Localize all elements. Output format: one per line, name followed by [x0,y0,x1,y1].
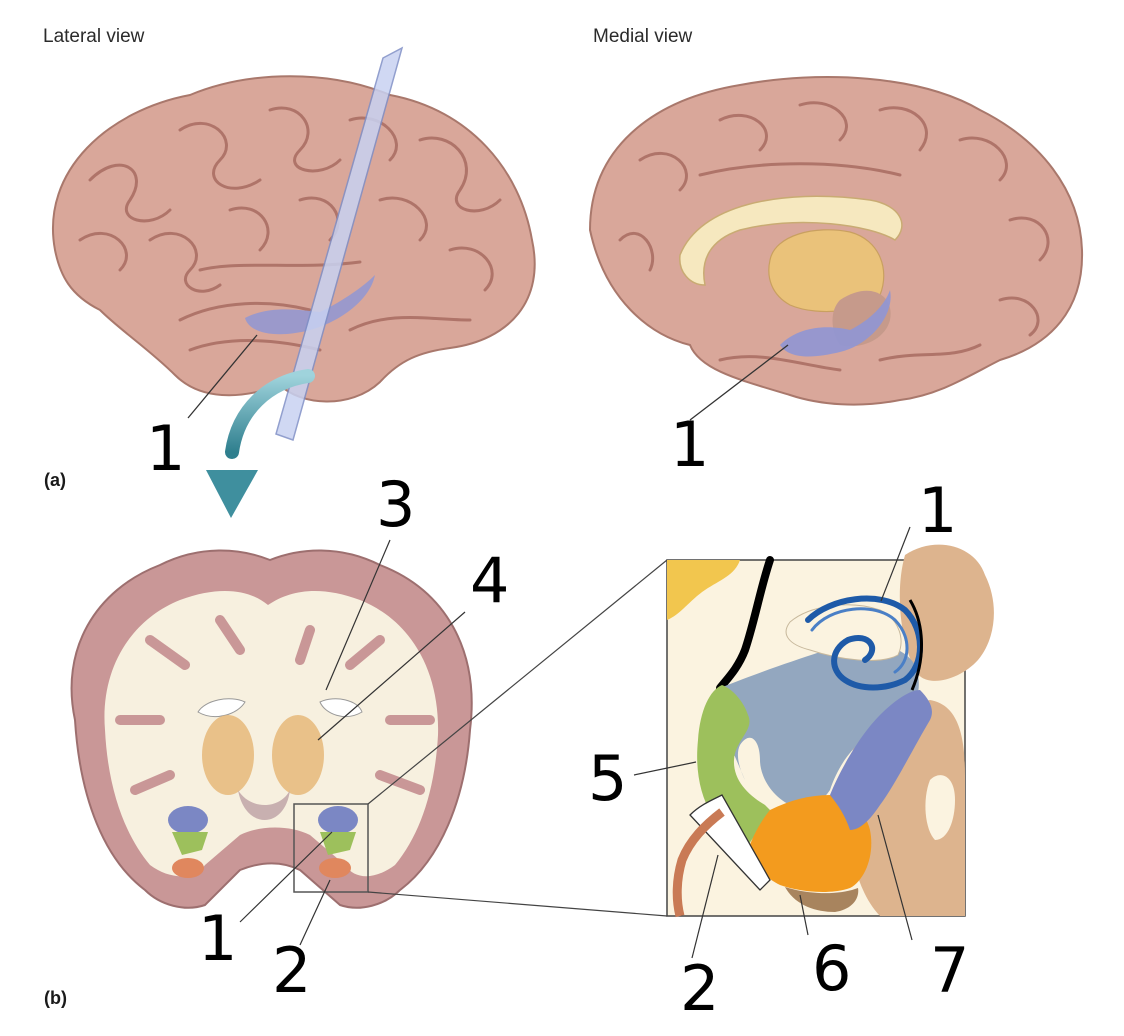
label-1-lateral: 1 [146,412,186,485]
label-2-coronal: 2 [272,934,312,1007]
part-a-label: (a) [44,470,66,490]
coronal-hippocampus-right [318,806,358,878]
label-1-inset: 1 [918,474,958,547]
label-1-coronal: 1 [198,902,238,975]
coronal-section [70,549,473,909]
zoom-box [293,803,369,893]
label-5-inset: 5 [588,742,628,815]
lateral-view-title: Lateral view [43,26,145,47]
coronal-hippocampus-left [168,806,208,878]
label-4-coronal: 4 [470,544,510,617]
curved-arrow [206,369,315,518]
coronal-slice-plane [275,46,404,441]
inset-enlargement [666,544,994,918]
part-b-label: (b) [44,988,67,1008]
lateral-brain [52,75,536,403]
label-3-coronal: 3 [376,468,416,541]
medial-brain [588,76,1084,406]
medial-view-title: Medial view [593,26,693,47]
label-6-inset: 6 [812,932,852,1005]
label-7-inset: 7 [930,934,970,1007]
label-2-inset: 2 [680,952,720,1025]
label-1-medial: 1 [670,408,710,481]
